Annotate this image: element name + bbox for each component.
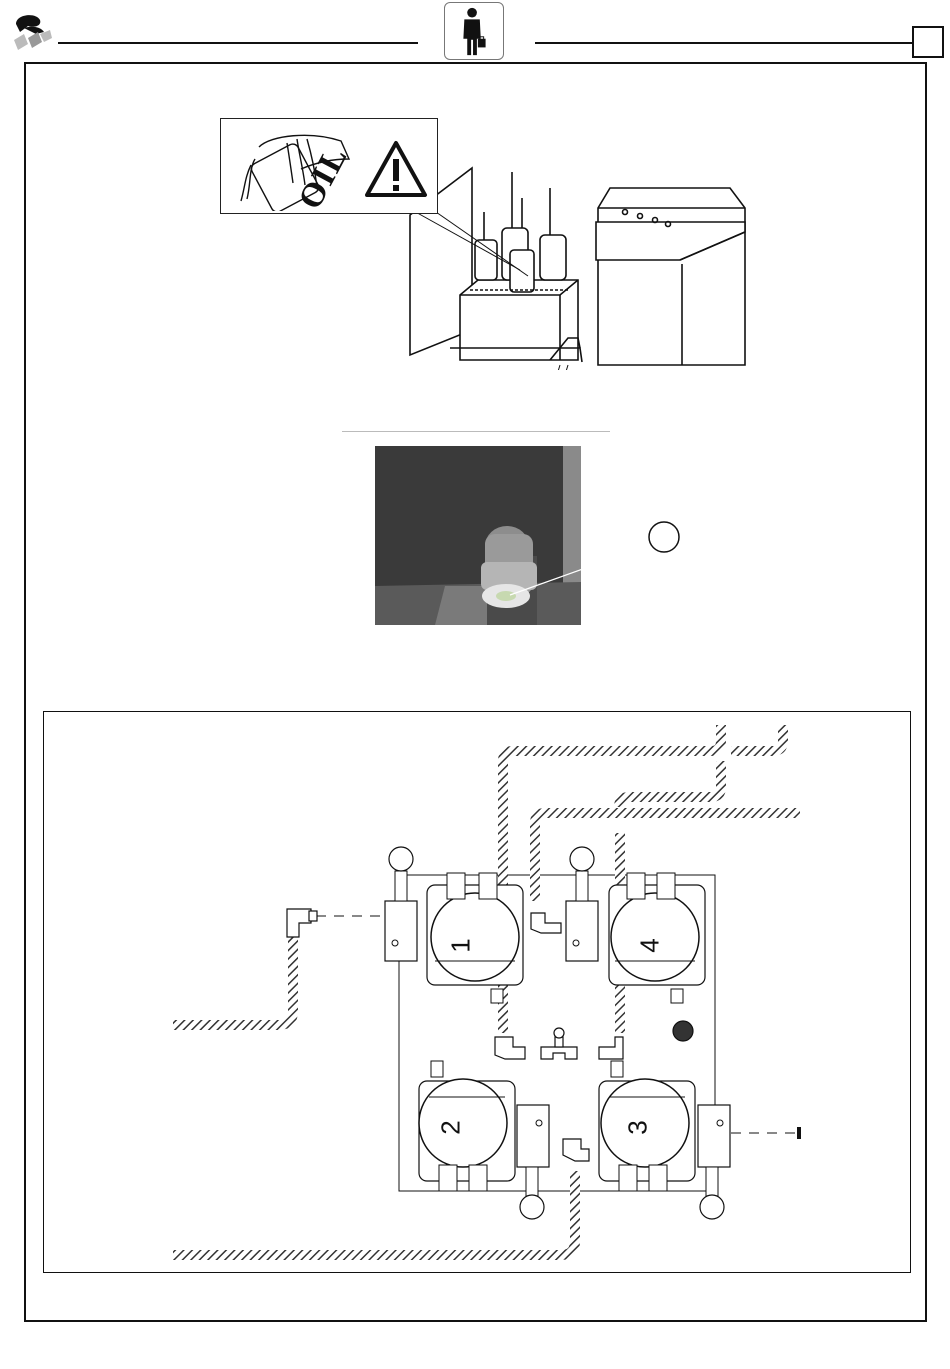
- manufacturer-logo-icon: [10, 10, 54, 60]
- operator-with-briefcase-icon: [445, 3, 503, 59]
- operator-icon-box: [444, 2, 504, 60]
- pump-3: [599, 1061, 730, 1219]
- pump-label-2: 2: [436, 1120, 467, 1134]
- oil-warning-card: OIL: [220, 118, 438, 214]
- pump-label-1: 1: [446, 938, 477, 952]
- warning-leader-lines: [400, 200, 540, 300]
- hydraulic-schematic: [43, 711, 911, 1273]
- header-rule-right: [535, 42, 913, 44]
- header-rule-left: [58, 42, 418, 44]
- callout-circle: [649, 522, 679, 552]
- elbow-fitting-left: [287, 909, 317, 937]
- pump-4: [566, 847, 705, 1003]
- detail-separator: [342, 431, 610, 432]
- pump-2: [419, 1061, 549, 1219]
- warning-triangle-icon: [363, 139, 429, 199]
- page-corner-box: [912, 26, 944, 58]
- pump-label-3: 3: [623, 1120, 654, 1134]
- pump-label-4: 4: [635, 938, 666, 952]
- callout-pointer: [480, 515, 690, 605]
